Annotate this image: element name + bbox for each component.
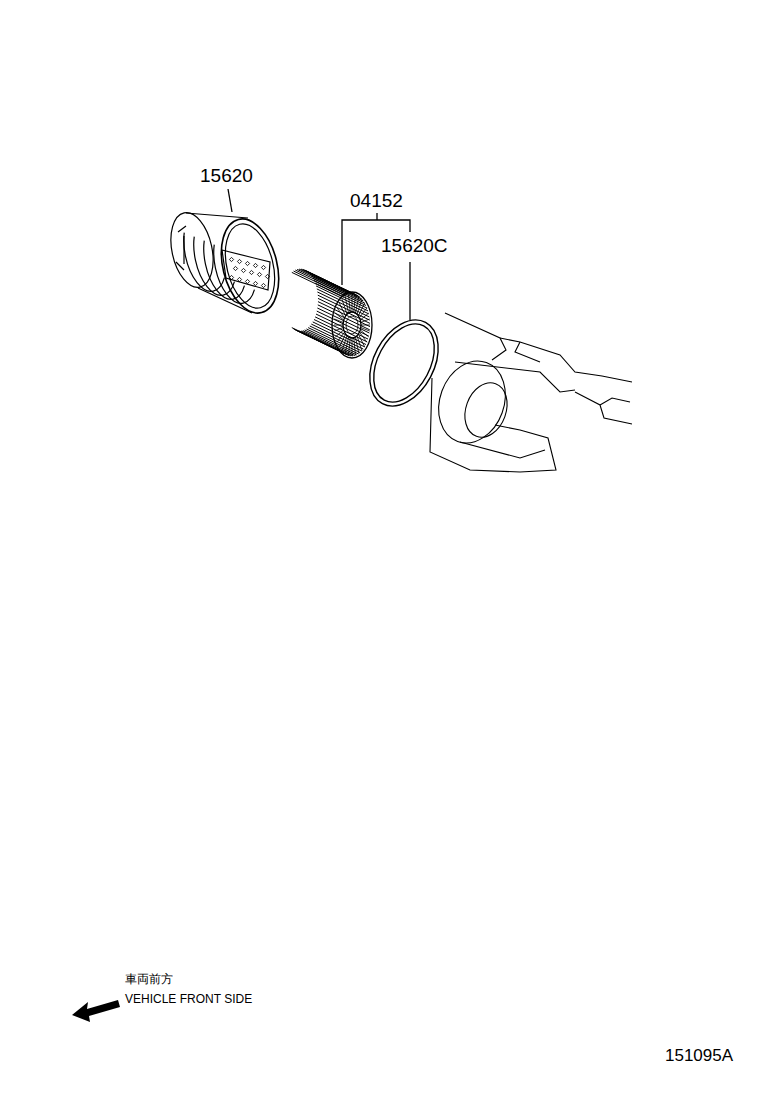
oil-filter-element <box>292 269 372 358</box>
direction-note: 車両前方 <box>124 973 174 986</box>
part-number: 04152 <box>349 191 404 212</box>
direction-note: VEHICLE FRONT SIDE <box>124 993 253 1006</box>
leader-line <box>409 262 410 320</box>
part-number: 15620 <box>199 166 254 187</box>
bracket <box>376 213 377 220</box>
leader-line <box>228 189 232 212</box>
o-ring <box>356 308 452 417</box>
part-number: 15620C <box>380 236 449 257</box>
figure-number: 151095A <box>664 1047 734 1066</box>
engine-block <box>428 313 632 472</box>
direction-arrow <box>72 1000 120 1022</box>
oil-filter-cap <box>165 209 288 319</box>
